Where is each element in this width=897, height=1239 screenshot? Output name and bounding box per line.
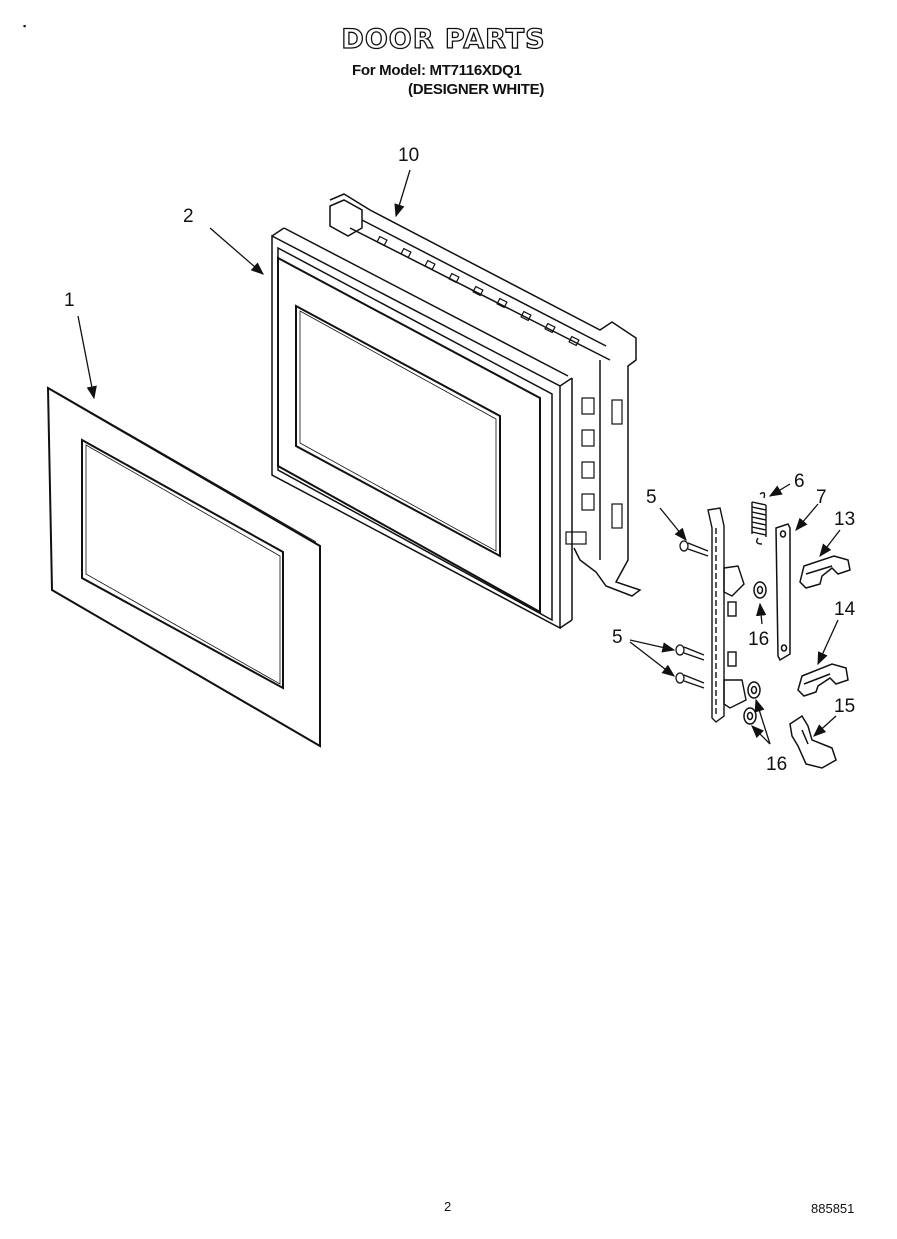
margin-mark: ▪ — [23, 21, 27, 31]
part-15-latch-lever[interactable] — [789, 714, 837, 769]
part-16-washer-lower[interactable] — [743, 707, 757, 725]
part-14-lower-latch[interactable] — [797, 663, 849, 697]
callout-10: 10 — [398, 145, 419, 166]
part-1-door-panel[interactable] — [46, 386, 321, 748]
callout-6: 6 — [794, 471, 805, 492]
callout-14: 14 — [834, 599, 856, 620]
callout-16-lower: 16 — [766, 754, 787, 775]
model-variant: (DESIGNER WHITE) — [408, 81, 545, 98]
page-number: 2 — [444, 1199, 452, 1214]
part-13-upper-latch[interactable] — [799, 555, 851, 589]
part-5-screw-lower[interactable] — [675, 672, 705, 689]
callout-16-upper: 16 — [748, 629, 769, 650]
document-number: 885851 — [811, 1201, 855, 1216]
callout-1: 1 — [64, 290, 75, 311]
part-5-screw-upper[interactable] — [679, 540, 709, 557]
callout-5-lower: 5 — [612, 627, 623, 648]
part-16-washer-middle[interactable] — [747, 681, 761, 699]
part-6-spring[interactable] — [751, 491, 767, 545]
part-2-door-frame[interactable] — [271, 227, 573, 630]
latch-plate[interactable] — [707, 507, 747, 723]
callout-13: 13 — [834, 509, 855, 530]
leader-lines — [77, 169, 841, 745]
part-7-latch-link[interactable] — [775, 523, 791, 662]
part-16-washer-upper[interactable] — [753, 581, 767, 599]
callout-2: 2 — [183, 206, 194, 227]
callout-15: 15 — [834, 696, 855, 717]
model-line: For Model: MT7116XDQ1 — [352, 62, 522, 79]
callout-5-upper: 5 — [646, 487, 657, 508]
part-10-choke-frame[interactable] — [329, 193, 642, 597]
part-5-screw-middle[interactable] — [675, 644, 705, 661]
callout-7: 7 — [816, 487, 827, 508]
page-title: DOOR PARTS — [341, 23, 546, 55]
callout-labels: 1 2 10 5 5 6 7 13 14 15 16 16 — [64, 145, 856, 775]
